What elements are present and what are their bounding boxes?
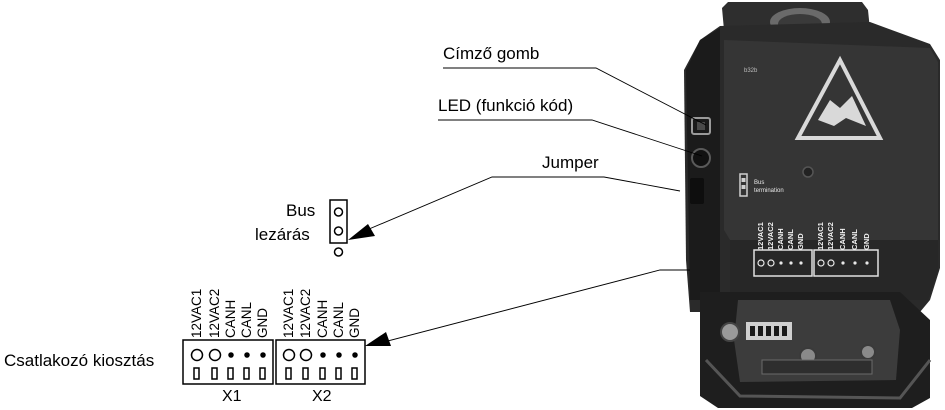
esd-warning-icon: [794, 55, 884, 140]
device-x1-pin-label: CANL: [786, 229, 795, 250]
x1-pin-label: GND: [255, 308, 270, 338]
connector-x1-block: [182, 339, 274, 385]
x2-pin-label: CANH: [315, 299, 330, 338]
led-indicator: [691, 148, 711, 168]
leader-lines: [361, 67, 707, 344]
device-jumper-label-line2: termination: [754, 188, 784, 194]
connector-pinout-label: Csatlakozó kiosztás: [4, 351, 155, 370]
x2-pin-label: GND: [347, 308, 362, 338]
device-x1-pin-label: 12VAC1: [756, 222, 765, 250]
x2-pin-label: CANL: [331, 301, 346, 338]
bus-termination-label-line2: lezárás: [255, 225, 310, 244]
x1-pin-label: CANH: [223, 299, 238, 338]
device-jumper-label-line1: Bus: [754, 180, 765, 186]
x1-pin-label: 12VAC1: [189, 288, 204, 338]
device-x2-pin-label: 12VAC2: [826, 222, 835, 250]
connector-x2-block: [275, 339, 366, 385]
led-leader: [438, 119, 703, 157]
jumper-leader: [361, 176, 681, 233]
connector-x2-label: X2: [312, 388, 332, 405]
bus-termination-label-line1: Bus: [286, 201, 316, 220]
address-button-leader: [443, 67, 707, 126]
led-label: LED (funkció kód): [438, 96, 574, 115]
screw-icon: [802, 166, 814, 178]
device-x2-pin-label: 12VAC1: [816, 222, 825, 250]
jumper-label: Jumper: [542, 153, 599, 172]
device-x1-pin-label: CANH: [776, 228, 785, 250]
device-x2-pin-label: CANL: [850, 229, 859, 250]
connector-x1-label: X1: [222, 388, 242, 405]
jumper-arrowhead: [348, 224, 375, 240]
x2-pin-label: 12VAC2: [298, 288, 313, 338]
address-button-label: Címző gomb: [443, 44, 540, 63]
device-x1-pin-label: 12VAC2: [766, 222, 775, 250]
x1-pin-label: CANL: [239, 301, 254, 338]
connector-leader: [379, 269, 690, 344]
device-x2-pin-label: CANH: [838, 228, 847, 250]
device-x2-pin-label: GND: [862, 233, 871, 250]
device-small-mark: b32b: [744, 68, 758, 74]
controller-device: b32b: [684, 2, 940, 408]
connector-arrowhead: [365, 332, 391, 346]
bus-termination-symbol: [329, 199, 348, 257]
x2-pin-label: 12VAC1: [281, 288, 296, 338]
x1-pin-label: 12VAC2: [207, 288, 222, 338]
device-x1-pin-label: GND: [796, 233, 805, 250]
jumper: [690, 178, 704, 204]
